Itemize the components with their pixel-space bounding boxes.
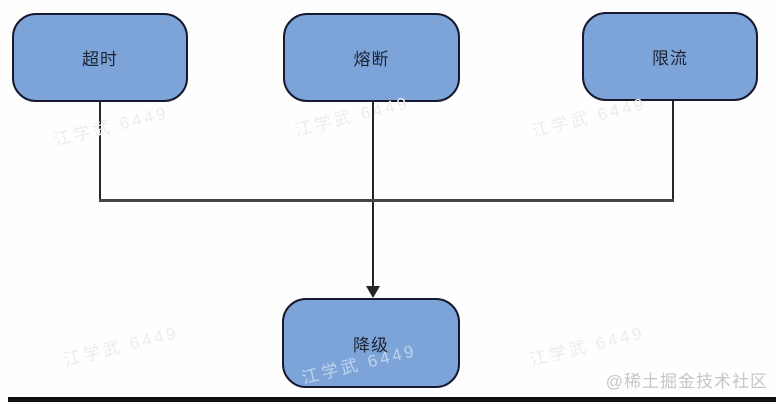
node-timeout-label: 超时 bbox=[82, 50, 118, 69]
bottom-divider bbox=[8, 397, 776, 402]
edge-rate-limit-to-merge-line bbox=[672, 100, 674, 201]
node-degrade-label: 降级 bbox=[353, 335, 389, 355]
node-fuse-label: 熔断 bbox=[353, 50, 390, 69]
edge-timeout-to-merge-line bbox=[99, 102, 101, 201]
node-rate-limit-label: 限流 bbox=[652, 49, 688, 68]
arrow-down-icon bbox=[366, 286, 380, 298]
node-fuse: 熔断 bbox=[283, 13, 460, 102]
node-rate-limit: 限流 bbox=[582, 12, 758, 101]
watermark-text: 江学武 6449 bbox=[61, 323, 181, 370]
watermark-text: 江学武 6449 bbox=[51, 103, 171, 150]
node-degrade: 降级 bbox=[282, 298, 460, 388]
merge-line bbox=[99, 199, 674, 202]
node-timeout: 超时 bbox=[12, 13, 188, 102]
community-attribution: @稀土掘金技术社区 bbox=[605, 372, 768, 391]
edge-fuse-to-degrade-line bbox=[372, 102, 374, 288]
watermark-text: 江学武 6449 bbox=[527, 323, 647, 370]
